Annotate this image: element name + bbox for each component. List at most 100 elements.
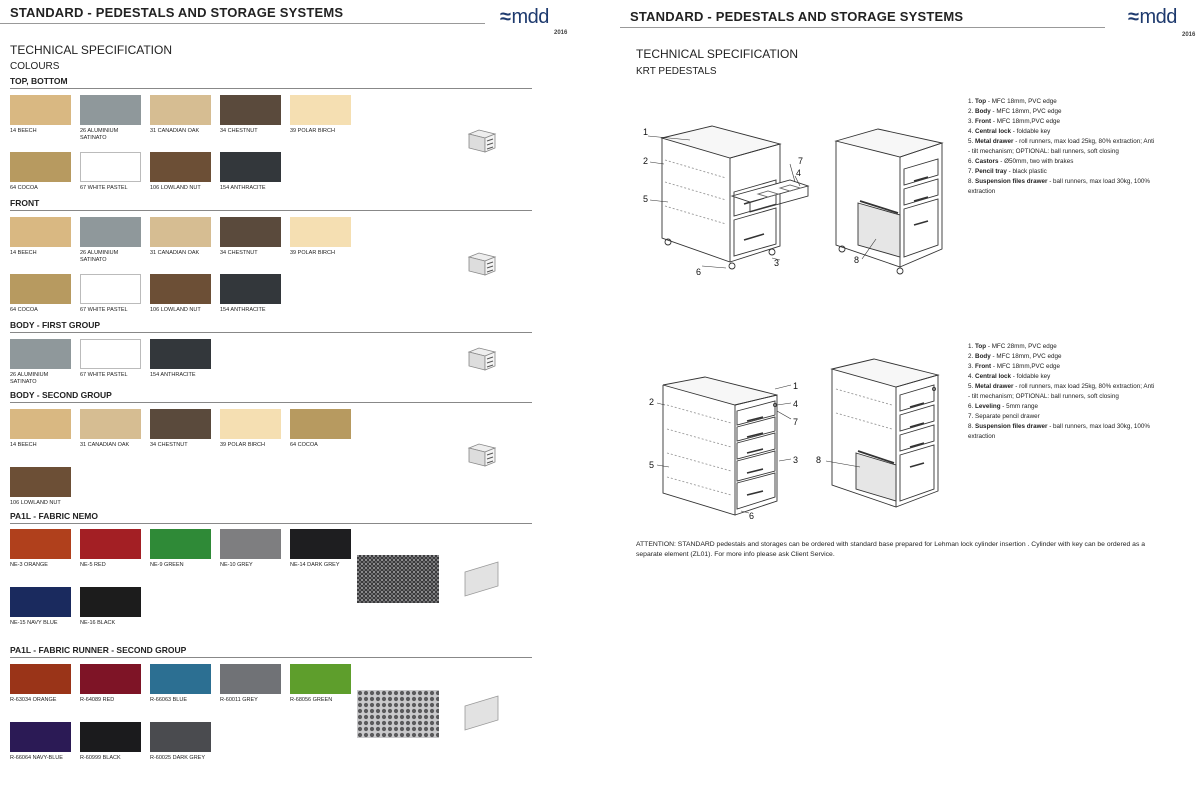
colours-label: COLOURS bbox=[10, 61, 60, 72]
colour-swatch: 67 WHITE PASTEL bbox=[80, 274, 141, 314]
left-page: STANDARD - PEDESTALS AND STORAGE SYSTEMS… bbox=[0, 0, 580, 800]
colour-swatch: 31 CANADIAN OAK bbox=[150, 217, 211, 264]
spec-detail: - 5mm range bbox=[1000, 403, 1039, 410]
pedestal-thumbnail-icon bbox=[467, 347, 497, 371]
colour-swatch: 106 LOWLAND NUT bbox=[10, 467, 71, 507]
right-logo-text: mdd bbox=[1139, 6, 1177, 28]
section-label: BODY - SECOND GROUP bbox=[10, 390, 112, 400]
desk-panel-icon bbox=[464, 561, 499, 597]
swatch-name: 34 CHESTNUT bbox=[220, 250, 258, 256]
colour-swatch: NE-14 DARK GREY bbox=[290, 529, 351, 569]
spec-detail: - foldable key bbox=[1011, 128, 1051, 135]
spec-detail: - black plastic bbox=[1006, 168, 1047, 175]
spec-detail: - MFC 18mm,PVC edge bbox=[991, 363, 1061, 370]
callout-7: 7 bbox=[798, 156, 803, 166]
spec-item: 6. Castors - Ø50mm, two with brakes bbox=[968, 157, 1158, 167]
spec-number: 5. bbox=[968, 383, 974, 390]
spec-number: 3. bbox=[968, 363, 974, 370]
spec-number: 1. bbox=[968, 343, 974, 350]
callout-3: 3 bbox=[774, 258, 779, 268]
swatch-chip bbox=[10, 467, 71, 497]
swatch-name: NE-3 ORANGE bbox=[10, 562, 48, 568]
swatch-chip bbox=[150, 339, 211, 369]
swatch-chip bbox=[80, 274, 141, 304]
swatch-name: 39 POLAR BIRCH bbox=[290, 128, 335, 134]
colour-swatch: 39 POLAR BIRCH bbox=[290, 217, 351, 264]
swatch-name: NE-14 DARK GREY bbox=[290, 562, 340, 568]
pedestal-thumbnail-icon bbox=[467, 252, 497, 276]
colour-swatch: 26 ALUMINIUM SATINATO bbox=[80, 217, 141, 264]
colour-swatch: NE-3 ORANGE bbox=[10, 529, 71, 569]
spec-number: 2. bbox=[968, 108, 974, 115]
swatch-name: NE-15 NAVY BLUE bbox=[10, 620, 58, 626]
spec-item: 6. Leveling - 5mm range bbox=[968, 402, 1158, 412]
swatch-name: NE-9 GREEN bbox=[150, 562, 184, 568]
swatch-chip bbox=[80, 339, 141, 369]
swatch-name: NE-10 GREY bbox=[220, 562, 253, 568]
swatch-name: R-60025 DARK GREY bbox=[150, 755, 206, 761]
swatch-chip bbox=[10, 722, 71, 752]
swatch-name: 26 ALUMINIUM SATINATO bbox=[80, 250, 119, 263]
colour-swatch: 34 CHESTNUT bbox=[150, 409, 211, 449]
spec-item: 7. Separate pencil drawer bbox=[968, 412, 1158, 422]
spec-number: 2. bbox=[968, 353, 974, 360]
section-header: BODY - SECOND GROUP bbox=[10, 390, 532, 403]
pedestal-diagram-files: 8 bbox=[834, 128, 944, 275]
swatch-chip bbox=[10, 152, 71, 182]
swatch-chip bbox=[290, 664, 351, 694]
spec-item: 4. Central lock - foldable key bbox=[968, 372, 1158, 382]
section-header: PA1L - FABRIC RUNNER - SECOND GROUP bbox=[10, 645, 532, 658]
spec-term: Metal drawer bbox=[975, 383, 1014, 390]
colour-swatch: NE-15 NAVY BLUE bbox=[10, 587, 71, 627]
swatch-chip bbox=[80, 409, 141, 439]
swatch-chip bbox=[80, 664, 141, 694]
spec-item: 8. Suspension files drawer - ball runner… bbox=[968, 177, 1158, 197]
swatch-name: 34 CHESTNUT bbox=[150, 442, 188, 448]
colour-swatch: 14 BEECH bbox=[10, 217, 71, 264]
left-header-title: STANDARD - PEDESTALS AND STORAGE SYSTEMS bbox=[10, 5, 344, 20]
colour-swatch: NE-5 RED bbox=[80, 529, 141, 569]
section-label: BODY - FIRST GROUP bbox=[10, 320, 101, 330]
right-tech-title: TECHNICAL SPECIFICATION bbox=[636, 47, 799, 61]
swatch-chip bbox=[10, 529, 71, 559]
swatch-chip bbox=[150, 409, 211, 439]
swatch-name: 26 ALUMINIUM SATINATO bbox=[10, 372, 49, 385]
colour-swatch: NE-9 GREEN bbox=[150, 529, 211, 569]
spec-detail: - ball runners, max load 30kg, 100% extr… bbox=[968, 178, 1151, 195]
spec-number: 4. bbox=[968, 373, 974, 380]
section-rule bbox=[10, 657, 532, 658]
colour-swatch: 34 CHESTNUT bbox=[220, 217, 281, 264]
spec-item: 3. Front - MFC 18mm,PVC edge bbox=[968, 117, 1158, 127]
colour-swatch: 26 ALUMINIUM SATINATO bbox=[80, 95, 141, 142]
callout-6: 6 bbox=[749, 511, 754, 521]
swatch-chip bbox=[220, 664, 281, 694]
colour-swatch: 154 ANTHRACITE bbox=[220, 274, 281, 314]
right-header-title: STANDARD - PEDESTALS AND STORAGE SYSTEMS bbox=[630, 9, 964, 24]
swatch-chip bbox=[150, 274, 211, 304]
pedestal-thumbnail-icon bbox=[467, 129, 497, 153]
swatch-name: NE-5 RED bbox=[80, 562, 106, 568]
spec-item: 1. Top - MFC 28mm, PVC edge bbox=[968, 342, 1158, 352]
colour-swatch: NE-16 BLACK bbox=[80, 587, 141, 627]
spec-detail: - MFC 18mm,PVC edge bbox=[991, 118, 1061, 125]
swatch-name: 67 WHITE PASTEL bbox=[80, 185, 128, 191]
swatch-chip bbox=[80, 217, 141, 247]
spec-detail: Separate pencil drawer bbox=[975, 413, 1040, 420]
swatch-name: 64 COCOA bbox=[10, 307, 38, 313]
page-gutter bbox=[580, 0, 620, 800]
callout-5: 5 bbox=[649, 460, 654, 470]
swatch-name: R-63034 ORANGE bbox=[10, 697, 57, 703]
swatch-name: 34 CHESTNUT bbox=[220, 128, 258, 134]
fabric-nemo-texture bbox=[357, 555, 439, 603]
swatch-chip bbox=[150, 95, 211, 125]
spec-detail: - roll runners, max load 25kg, 80% extra… bbox=[968, 383, 1155, 400]
colour-swatch: 14 BEECH bbox=[10, 409, 71, 449]
right-logo: ≈mdd bbox=[1128, 6, 1177, 29]
swatch-name: 14 BEECH bbox=[10, 442, 37, 448]
swatch-name: 14 BEECH bbox=[10, 128, 37, 134]
